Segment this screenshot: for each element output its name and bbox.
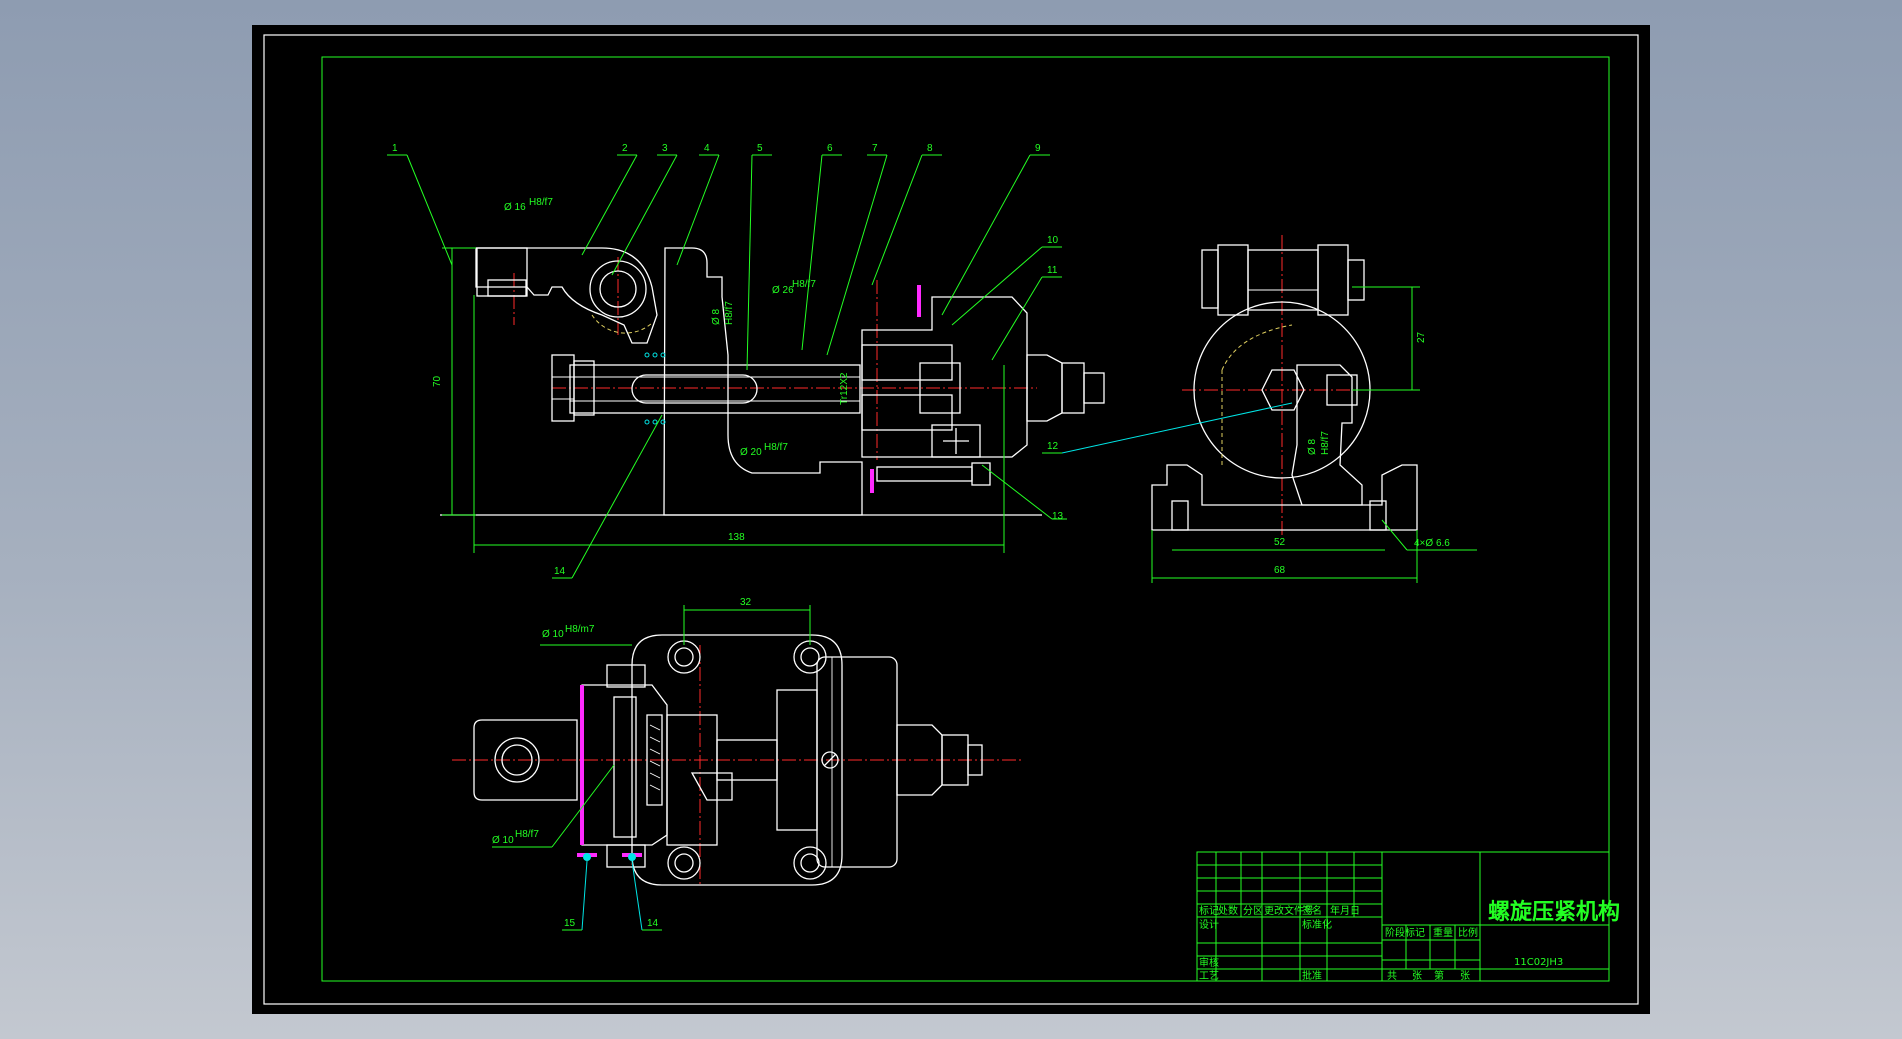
balloon-6: 6 (827, 143, 833, 154)
tb-label-1: 处数 (1218, 904, 1238, 917)
tb-no: 第 (1434, 969, 1444, 982)
dim-top-32: 32 (740, 597, 752, 608)
balloon-4: 4 (704, 143, 710, 154)
tb-label-2: 分区 (1243, 905, 1263, 917)
tb-scale: 比例 (1458, 926, 1478, 939)
drawing-number: 11C02JH3 (1514, 957, 1563, 968)
balloon-15: 15 (564, 918, 576, 929)
tb-label-5: 年月日 (1330, 904, 1360, 917)
balloon-9: 9 (1035, 143, 1041, 154)
tb-check: 审核 (1199, 956, 1219, 969)
dim-side-fit: H8/f7 (1320, 431, 1331, 455)
tb-label-3: 更改文件号 (1264, 904, 1314, 917)
side-view: 27 52 68 Ø 8 H8/f7 4×Ø 6.6 12 (1042, 235, 1477, 583)
balloon-14a: 14 (554, 566, 566, 577)
dim-holes: 4×Ø 6.6 (1414, 538, 1450, 549)
dim-side-8: Ø 8 (1307, 438, 1318, 455)
balloon-5: 5 (757, 143, 763, 154)
balloon-14b: 14 (647, 918, 659, 929)
outer-border (263, 34, 1639, 1005)
dim-width: 138 (728, 532, 745, 543)
tb-total: 共 (1387, 970, 1397, 982)
dim-fit3: H8/f7 (724, 301, 735, 325)
balloon-11: 11 (1047, 265, 1058, 276)
drawing-title: 螺旋压紧机构 (1488, 899, 1620, 925)
dim-dia8: Ø 8 (711, 308, 722, 325)
top-view: 32 Ø 10 H8/m7 Ø 10 H8/f7 15 14 (452, 597, 1022, 931)
front-view: 70 138 Tr12X2 Ø 16 H8/f7 Ø 20 H8/f7 Ø 8 … (387, 143, 1105, 579)
dim-thread: Tr12X2 (839, 372, 850, 405)
cad-drawing: 70 138 Tr12X2 Ø 16 H8/f7 Ø 20 H8/f7 Ø 8 … (263, 34, 1639, 1005)
tb-weight: 重量 (1433, 926, 1453, 939)
tb-sheet2: 张 (1460, 970, 1470, 982)
balloon-3: 3 (662, 143, 668, 154)
inner-frame (321, 56, 1610, 982)
tb-approve: 批准 (1302, 969, 1322, 982)
dim-dia16: Ø 16 (504, 202, 526, 213)
dim-dia26: Ø 26 (772, 285, 794, 296)
tb-design: 设计 (1199, 918, 1219, 931)
drawing-sheet: 70 138 Tr12X2 Ø 16 H8/f7 Ø 20 H8/f7 Ø 8 … (252, 25, 1650, 1014)
dim-height: 70 (432, 375, 443, 387)
dim-side-68: 68 (1274, 565, 1286, 576)
dim-top-fit-m7: H8/m7 (565, 624, 595, 635)
balloon-2: 2 (622, 143, 628, 154)
balloon-7: 7 (872, 143, 878, 154)
tb-label-0: 标记 (1199, 905, 1219, 917)
balloon-12: 12 (1047, 441, 1059, 452)
dim-dia20: Ø 20 (740, 447, 762, 458)
dim-side-27: 27 (1416, 331, 1427, 343)
tb-process: 工艺 (1199, 970, 1219, 982)
dim-top-dia10b: Ø 10 (492, 835, 514, 846)
title-block: 标记 处数 分区 更改文件号 签名 年月日 设计 标准化 审核 工艺 批准 阶段… (1196, 851, 1620, 982)
balloon-10: 10 (1047, 235, 1059, 246)
tb-label-4: 签名 (1302, 904, 1322, 917)
dim-top-dia10a: Ø 10 (542, 629, 564, 640)
dim-fit2: H8/f7 (764, 442, 788, 453)
dim-fit4: H8/f7 (792, 279, 816, 290)
dim-side-52: 52 (1274, 537, 1286, 548)
dim-fit1: H8/f7 (529, 197, 553, 208)
dim-top-fit-f7: H8/f7 (515, 829, 539, 840)
balloon-1: 1 (392, 143, 398, 154)
balloon-13: 13 (1052, 511, 1064, 522)
tb-stage: 阶段标记 (1385, 926, 1425, 939)
balloon-8: 8 (927, 143, 933, 154)
tb-standardize: 标准化 (1302, 918, 1332, 931)
tb-sheet1: 张 (1412, 970, 1422, 982)
